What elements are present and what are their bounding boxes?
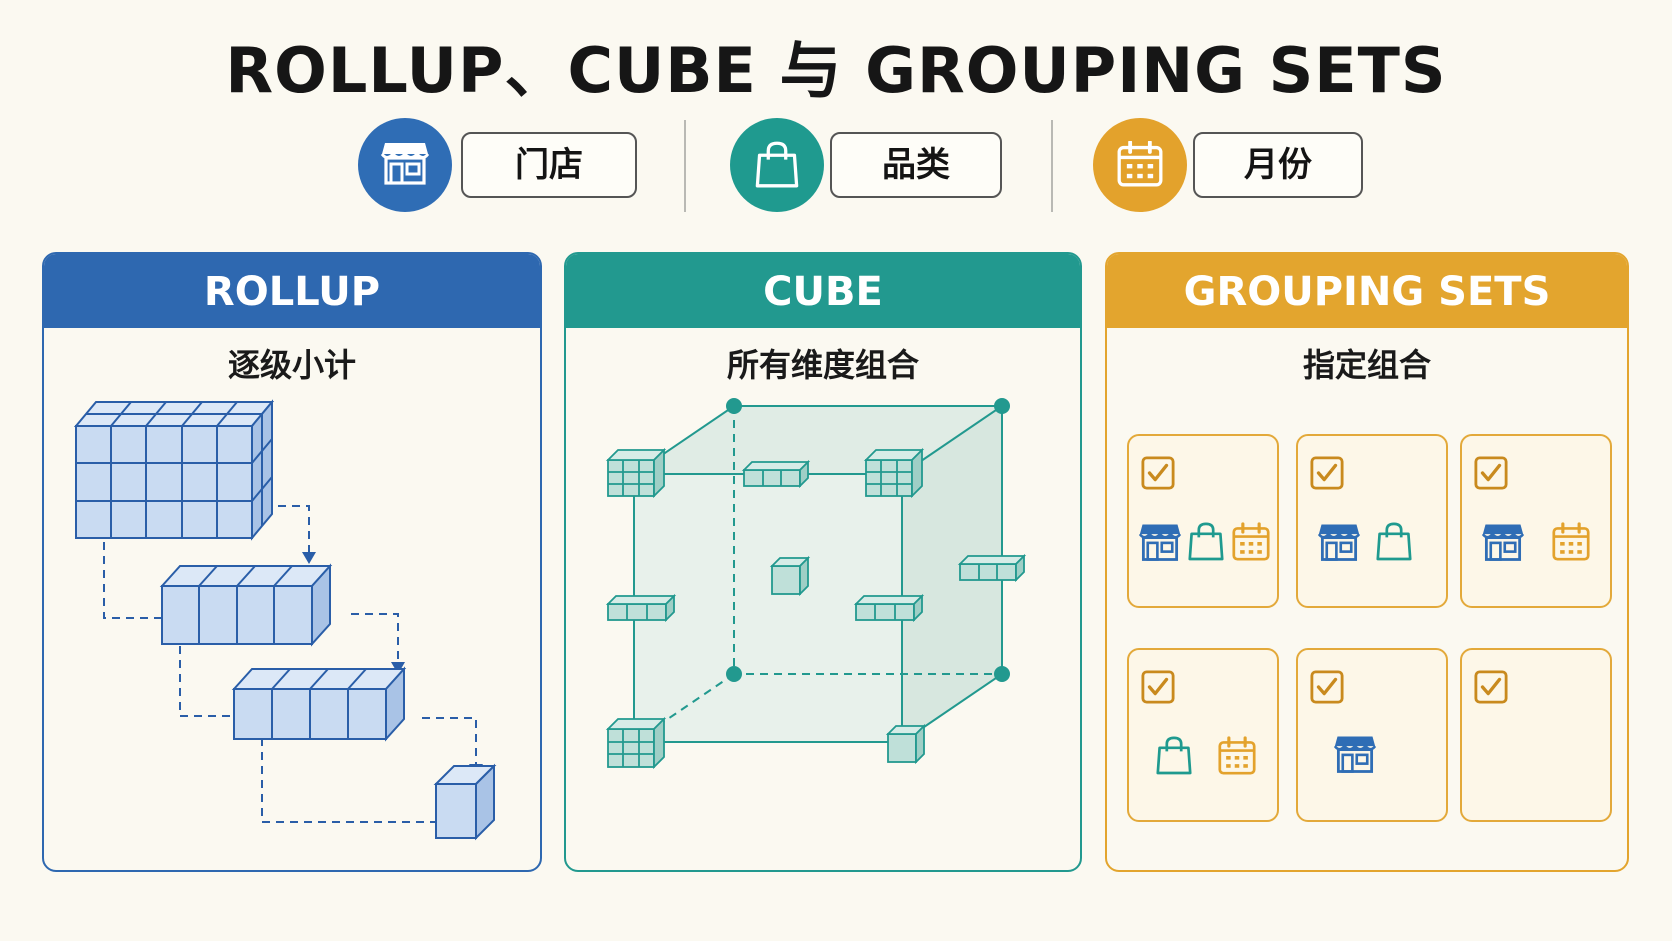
calendar-icon bbox=[1552, 522, 1590, 561]
grouping-set-card-5 bbox=[1296, 648, 1448, 822]
rollup-diagram bbox=[73, 399, 497, 841]
legend-divider bbox=[684, 120, 686, 212]
store-icon bbox=[1139, 523, 1181, 561]
cube-header: CUBE bbox=[566, 254, 1080, 328]
dimension-legend-category: 品类 bbox=[730, 118, 1004, 214]
checkbox-checked-icon bbox=[1474, 456, 1508, 490]
calendar-icon bbox=[1218, 736, 1256, 775]
checkbox-checked-icon bbox=[1474, 670, 1508, 704]
calendar-icon bbox=[1232, 522, 1270, 561]
store-icon bbox=[358, 118, 452, 212]
shopping-bag-icon bbox=[1156, 736, 1192, 775]
cube-subtitle: 所有维度组合 bbox=[726, 346, 919, 384]
dimension-label-month: 月份 bbox=[1193, 132, 1363, 198]
dimension-label-category: 品类 bbox=[830, 132, 1002, 198]
grouping-set-card-3 bbox=[1460, 434, 1612, 608]
grouping-set-card-4 bbox=[1127, 648, 1279, 822]
dimension-label-store: 门店 bbox=[461, 132, 637, 198]
grouping-set-card-1 bbox=[1127, 434, 1279, 608]
rollup-subtitle: 逐级小计 bbox=[227, 346, 356, 384]
dimension-legend-store: 门店 bbox=[358, 118, 638, 214]
checkbox-checked-icon bbox=[1141, 670, 1175, 704]
shopping-bag-icon bbox=[1376, 522, 1412, 561]
shopping-bag-icon bbox=[730, 118, 824, 212]
checkbox-checked-icon bbox=[1310, 456, 1344, 490]
store-icon bbox=[1482, 523, 1524, 561]
grouping-sets-panel: GROUPING SETS 指定组合 bbox=[1105, 252, 1629, 872]
grouping-set-card-2 bbox=[1296, 434, 1448, 608]
cube-panel: CUBE 所有维度组合 bbox=[564, 252, 1082, 872]
store-icon bbox=[1334, 735, 1376, 773]
grouping-sets-subtitle: 指定组合 bbox=[1302, 346, 1431, 384]
grouping-sets-header: GROUPING SETS bbox=[1107, 254, 1627, 328]
calendar-icon bbox=[1093, 118, 1187, 212]
rollup-header: ROLLUP bbox=[44, 254, 540, 328]
legend-divider bbox=[1051, 120, 1053, 212]
checkbox-checked-icon bbox=[1310, 670, 1344, 704]
grouping-set-card-6 bbox=[1460, 648, 1612, 822]
shopping-bag-icon bbox=[1188, 522, 1224, 561]
rollup-panel: ROLLUP 逐级小计 bbox=[42, 252, 542, 872]
dimension-legend-month: 月份 bbox=[1093, 118, 1365, 214]
store-icon bbox=[1318, 523, 1360, 561]
checkbox-checked-icon bbox=[1141, 456, 1175, 490]
page-title: ROLLUP、CUBE 与 GROUPING SETS bbox=[225, 34, 1447, 107]
cube-diagram bbox=[605, 398, 1027, 770]
